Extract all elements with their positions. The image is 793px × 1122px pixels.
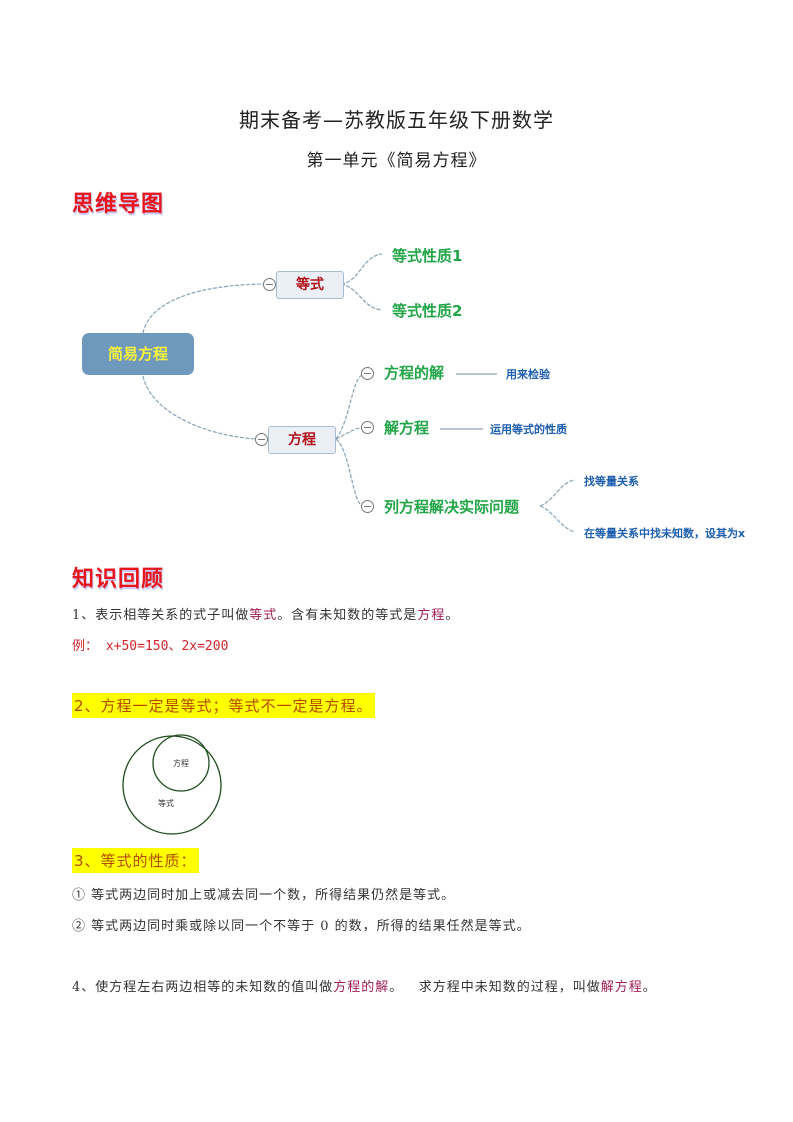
venn-diagram: 方程 等式: [118, 728, 268, 840]
review-section-title: 知识回顾: [72, 567, 165, 592]
item4-suffix: 。: [642, 980, 657, 995]
review-item-4: 4、使方程左右两边相等的未知数的值叫做方程的解。 求方程中未知数的过程，叫做解方…: [72, 976, 657, 995]
term-solve-equation: 解方程: [600, 980, 643, 995]
term-dengshi: 等式: [249, 608, 278, 623]
review-item-2: 2、方程一定是等式；等式不一定是方程。: [72, 693, 375, 718]
item1-prefix: 1、表示相等关系的式子叫做: [72, 608, 250, 623]
item1-suffix: 。: [445, 608, 460, 623]
property-point-1: ① 等式两边同时加上或减去同一个数，所得结果仍然是等式。: [72, 888, 456, 903]
term-solution: 方程的解: [333, 980, 390, 995]
mindmap-note-verify: 用来检验: [506, 368, 550, 381]
collapse-toggle-icon[interactable]: [361, 500, 374, 513]
review-item-3-heading: 3、等式的性质：: [72, 848, 199, 873]
mindmap-node-dengshi[interactable]: 等式: [276, 271, 344, 299]
mindmap-leaf-solve-equation[interactable]: 解方程: [384, 419, 430, 437]
mindmap-root-node[interactable]: 简易方程: [82, 333, 194, 375]
venn-circles: [122, 734, 222, 835]
mindmap-leaf-property-1[interactable]: 等式性质1: [392, 247, 463, 265]
collapse-toggle-icon[interactable]: [361, 367, 374, 380]
mindmap-node-fangcheng[interactable]: 方程: [268, 426, 336, 454]
property-point-2: ② 等式两边同时乘或除以同一个不等于 0 的数，所得的结果任然是等式。: [72, 919, 531, 934]
review-item-1: 1、表示相等关系的式子叫做等式。含有未知数的等式是方程。: [72, 604, 459, 623]
item1-middle: 。含有未知数的等式是: [277, 608, 418, 623]
collapse-toggle-icon[interactable]: [361, 421, 374, 434]
mindmap-connectors: [142, 253, 576, 533]
example-equations: 例： x+50=150、2x=200: [72, 639, 229, 654]
document-subtitle: 第一单元《简易方程》: [306, 151, 487, 171]
item4-prefix: 4、使方程左右两边相等的未知数的值叫做: [72, 980, 334, 995]
document-title: 期末备考—苏教版五年级下册数学: [239, 108, 554, 132]
term-fangcheng: 方程: [417, 608, 446, 623]
item4-middle: 。 求方程中未知数的过程，叫做: [389, 980, 601, 995]
mindmap-note-set-x: 在等量关系中找未知数，设其为x: [584, 527, 746, 540]
mindmap-leaf-word-problems[interactable]: 列方程解决实际问题: [384, 498, 520, 516]
mindmap-leaf-solution[interactable]: 方程的解: [384, 364, 445, 382]
venn-outer-label: 等式: [158, 799, 174, 808]
mindmap-section-title: 思维导图: [72, 192, 165, 217]
collapse-toggle-icon[interactable]: [263, 278, 276, 291]
venn-inner-label: 方程: [173, 759, 189, 768]
mindmap-note-find-relation: 找等量关系: [584, 475, 639, 488]
collapse-toggle-icon[interactable]: [255, 433, 268, 446]
mindmap-leaf-property-2[interactable]: 等式性质2: [392, 302, 463, 320]
mindmap-note-use-properties: 运用等式的性质: [490, 423, 567, 436]
